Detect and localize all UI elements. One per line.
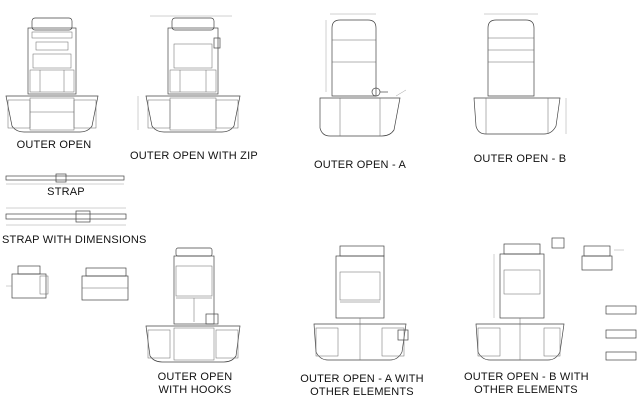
label-strap-with-dimensions: STRAP WITH DIMENSIONS <box>2 234 147 246</box>
drawing-outer-open-a <box>319 13 407 137</box>
drawing-outer-open-with-hooks <box>145 247 241 363</box>
label-outer-open-a-other-line2: OTHER ELEMENTS <box>310 386 414 398</box>
label-outer-open-b-other-line1: OUTER OPEN - B WITH <box>464 371 589 383</box>
drawing-outer-open-a-with-other-elements <box>313 245 409 361</box>
label-outer-open-with-zip: OUTER OPEN WITH ZIP <box>130 150 258 162</box>
drawing-outer-open <box>5 17 99 133</box>
label-strap: STRAP <box>47 186 85 198</box>
drawing-pocket-with-zipper <box>6 265 49 299</box>
drawing-strap-with-dimensions <box>5 207 127 226</box>
label-outer-open-a-other-line1: OUTER OPEN - A WITH <box>300 373 424 385</box>
drawing-outer-open-b <box>473 13 567 135</box>
drawing-outer-open-with-zip <box>137 15 241 133</box>
label-outer-open-with-hooks-line1: OUTER OPEN <box>157 371 233 383</box>
drawing-pocket-with-strap <box>81 267 129 301</box>
drawing-strap <box>5 173 125 185</box>
drawing-outer-open-b-with-other-elements <box>475 237 565 361</box>
drawing-open-pocket <box>581 245 624 271</box>
label-outer-open-b: OUTER OPEN - B <box>473 153 567 165</box>
label-outer-open-with-hooks-line2: WITH HOOKS <box>158 384 232 396</box>
drawing-material-legend <box>605 305 637 361</box>
label-outer-open: OUTER OPEN <box>16 139 92 151</box>
label-outer-open-a: OUTER OPEN - A <box>313 159 407 171</box>
label-outer-open-b-other-line2: OTHER ELEMENTS <box>474 384 578 396</box>
